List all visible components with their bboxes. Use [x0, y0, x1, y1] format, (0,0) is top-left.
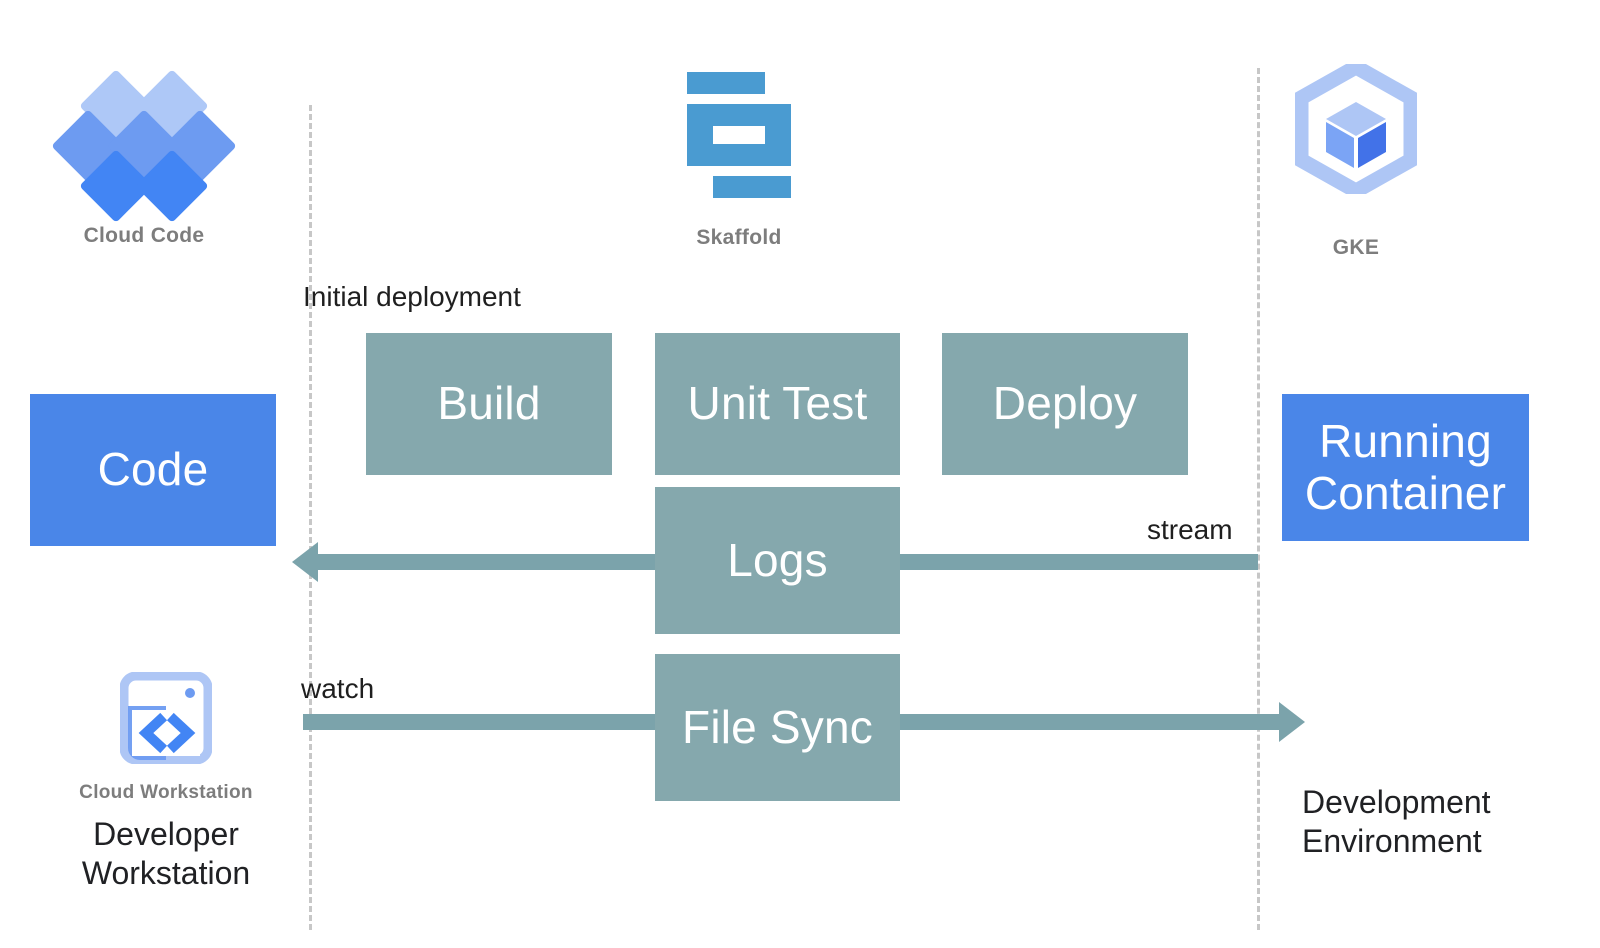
box-running-container[interactable]: Running Container: [1282, 394, 1529, 541]
box-deploy[interactable]: Deploy: [942, 333, 1188, 475]
skaffold-icon: [683, 72, 795, 198]
logo-group-cloud-workstation: Cloud Workstation: [60, 671, 272, 804]
logo-caption-skaffold: Skaffold: [696, 226, 782, 249]
logo-caption-gke: GKE: [1332, 236, 1380, 259]
file-sync-arrow-head: [1279, 702, 1305, 742]
box-code-label: Code: [97, 443, 209, 496]
logo-group-gke: GKE: [1293, 58, 1419, 260]
box-deploy-label: Deploy: [992, 377, 1138, 430]
box-logs-label: Logs: [727, 533, 828, 586]
box-build-label: Build: [437, 377, 541, 430]
gke-icon: [1293, 58, 1419, 200]
box-unit-test[interactable]: Unit Test: [655, 333, 900, 475]
box-running-container-label: Running Container: [1304, 414, 1507, 519]
logo-group-cloud-code: Cloud Code: [51, 69, 237, 248]
box-logs[interactable]: Logs: [655, 487, 900, 634]
flow-label-stream: stream: [1147, 514, 1233, 545]
boundary-line-right: [1257, 68, 1260, 930]
boundary-line-left: [309, 105, 312, 930]
box-code[interactable]: Code: [30, 394, 276, 546]
zone-caption-developer-workstation: Developer Workstation: [81, 816, 251, 892]
cloud-workstation-window-svg: [119, 671, 213, 765]
zone-caption-development-environment: Development Environment: [1302, 784, 1491, 860]
gke-hexagon-cube-svg: [1293, 58, 1419, 200]
logo-caption-cloud-workstation: Cloud Workstation: [79, 782, 253, 803]
box-build[interactable]: Build: [366, 333, 612, 475]
cloud-code-icon: [51, 69, 237, 223]
logo-caption-cloud-code: Cloud Code: [83, 224, 205, 247]
logo-group-skaffold: Skaffold: [683, 72, 795, 250]
logs-arrow-head: [292, 542, 318, 582]
flow-label-watch: watch: [301, 673, 375, 704]
box-file-sync-label: File Sync: [682, 700, 873, 753]
flow-label-initial-deployment: Initial deployment: [303, 281, 521, 312]
box-file-sync[interactable]: File Sync: [655, 654, 900, 801]
cloud-workstation-icon: [119, 671, 213, 765]
box-unit-test-label: Unit Test: [687, 377, 868, 430]
